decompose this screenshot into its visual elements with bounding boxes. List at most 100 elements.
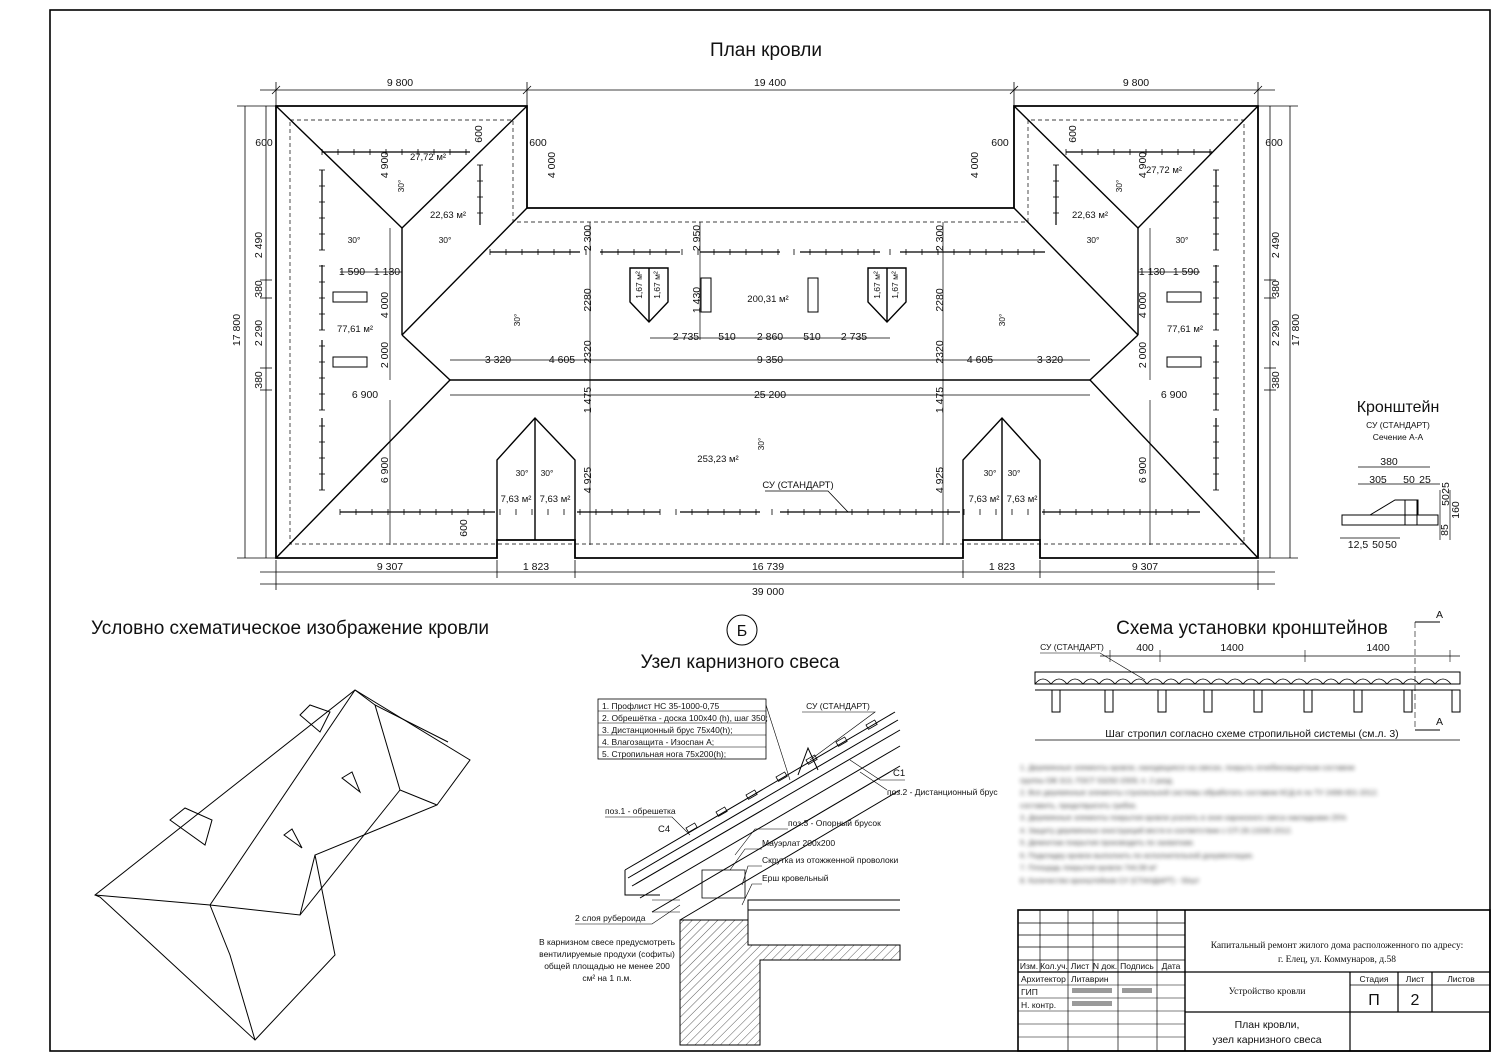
layer-2: 2. Обрешётка - доска 100х40 (h), шаг 350… bbox=[602, 713, 768, 723]
dim-510-right: 510 bbox=[803, 331, 821, 343]
dim-2320-left: 2320 bbox=[582, 340, 594, 364]
node-marker-circle bbox=[726, 614, 758, 646]
vent-note-2: вентилируемые продухи (софиты) bbox=[539, 949, 675, 959]
dim-bottom-5: 9 307 bbox=[1132, 561, 1158, 573]
sheet-frame bbox=[49, 9, 1491, 1052]
node-marker: Б bbox=[737, 623, 748, 640]
dim-left-3: 2 290 bbox=[253, 320, 265, 346]
area-top-left: 27,72 м² bbox=[410, 152, 446, 163]
signature-gip-name bbox=[1072, 988, 1112, 993]
scheme-dim-1400b: 1400 bbox=[1366, 642, 1390, 654]
overhang-left-inner: 600 bbox=[529, 137, 547, 149]
note-line: группы ОВ 313, ГОСТ 53292-2009, п. 2 раз… bbox=[1020, 775, 1174, 785]
bracket-section: Кронштейн СУ (СТАНДАРТ) Сечение А-А 380 … bbox=[1340, 399, 1462, 551]
slope-9: 30° bbox=[756, 438, 766, 451]
stamp-h-kol: Кол.уч. bbox=[1040, 961, 1068, 971]
eave-ruberoid: 2 слоя рубероида bbox=[575, 913, 646, 923]
dim-4925-left: 4 925 bbox=[582, 467, 594, 493]
bracket-scheme-title: Схема установки кронштейнов bbox=[1116, 618, 1388, 639]
side-dimension-chains bbox=[237, 105, 1298, 559]
dim-510-left: 510 bbox=[718, 331, 736, 343]
eave-pos3: поз.3 - Опорный брусок bbox=[788, 818, 881, 828]
area-top-center: 200,31 м² bbox=[747, 294, 788, 305]
top-dimension-chain bbox=[260, 82, 1275, 106]
vent-note-1: В карнизном свесе предусмотреть bbox=[539, 937, 676, 947]
dim-3320-right: 3 320 bbox=[1037, 354, 1063, 366]
vent-note-4: см² на 1 п.м. bbox=[582, 973, 631, 983]
layer-1: 1. Профлист НС 35-1000-0,75 bbox=[602, 701, 720, 711]
overhang-left-top: 600 bbox=[473, 125, 485, 143]
dim-9350: 9 350 bbox=[757, 354, 783, 366]
br-dim-25b: 25 bbox=[1440, 482, 1452, 494]
slope-3: 30° bbox=[1087, 235, 1100, 245]
schematic-title: Условно схематическое изображение кровли bbox=[91, 618, 489, 639]
bracket-label: СУ (СТАНДАРТ) bbox=[762, 480, 833, 491]
bottom-dimension-chain bbox=[260, 560, 1275, 590]
dim-1475-right: 1 475 bbox=[934, 387, 946, 413]
dim-4000-l2: 4 000 bbox=[379, 292, 391, 318]
br-dim-25a: 25 bbox=[1419, 474, 1431, 486]
stamp-title-1: План кровли, bbox=[1235, 1019, 1300, 1031]
note-line: 7. Площадь покрытия кровли 744,58 м² bbox=[1020, 863, 1157, 872]
scheme-dim-1400a: 1400 bbox=[1220, 642, 1244, 654]
slope-10: 30° bbox=[516, 468, 529, 478]
slope-7: 30° bbox=[512, 314, 522, 327]
area-bottom-center: 253,23 м² bbox=[697, 454, 738, 465]
dim-6900-rv: 6 900 bbox=[1137, 457, 1149, 483]
title-block: Капитальный ремонт жилого дома расположе… bbox=[1017, 909, 1491, 1052]
dim-4900-left: 4 900 bbox=[379, 152, 391, 178]
dim-bottom-total: 39 000 bbox=[752, 586, 784, 598]
dim-2300-left: 2 300 bbox=[582, 225, 594, 251]
dim-1130-left: 1 130 bbox=[374, 266, 400, 278]
stamp-project-2: г. Елец, ул. Коммунаров, д.58 bbox=[1278, 955, 1396, 965]
scheme-dim-400: 400 bbox=[1136, 642, 1154, 654]
dim-left-2: 380 bbox=[253, 280, 265, 298]
stamp-h-sign: Подпись bbox=[1120, 961, 1154, 971]
dim-1130-right: 1 130 bbox=[1139, 266, 1165, 278]
overhang-left: 600 bbox=[255, 137, 273, 149]
br-dim-50c: 50 bbox=[1372, 539, 1384, 551]
area-side-left: 77,61 м² bbox=[337, 324, 373, 335]
br-dim-50b: 50 bbox=[1440, 494, 1452, 506]
bracket-scheme: Схема установки кронштейнов СУ (СТАНДАРТ… bbox=[1034, 609, 1461, 741]
note-line: 1. Деревянные элементы кровли, находящие… bbox=[1020, 763, 1355, 772]
dim-6900-lv: 6 900 bbox=[379, 457, 391, 483]
dim-right-4: 380 bbox=[1270, 371, 1282, 389]
dim-2280-right: 2280 bbox=[934, 288, 946, 312]
stamp-h-izm: Изм. bbox=[1020, 961, 1038, 971]
dim-2000-left: 2 000 bbox=[379, 342, 391, 368]
bracket-title: Кронштейн bbox=[1357, 399, 1440, 416]
eave-pos1: поз.1 - обрешетка bbox=[605, 806, 676, 816]
note-line: 8. Количество кронштейнов СУ (СТАНДАРТ) … bbox=[1020, 875, 1200, 885]
stamp-role-nkontr: Н. контр. bbox=[1021, 1000, 1056, 1010]
dim-1475-left: 1 475 bbox=[582, 387, 594, 413]
bracket-ticks bbox=[319, 149, 1219, 515]
area-dormer-3: 7,63 м² bbox=[969, 494, 1000, 505]
note-line: составить, предотвратить грибок. bbox=[1020, 800, 1138, 810]
signature-nkontr-name bbox=[1072, 1001, 1112, 1006]
eave-title: Узел карнизного свеса bbox=[641, 652, 840, 673]
dim-2320-right: 2320 bbox=[934, 340, 946, 364]
area-side-right: 77,61 м² bbox=[1167, 324, 1203, 335]
dim-1590-right: 1 590 bbox=[1173, 266, 1199, 278]
dim-right-1: 2 490 bbox=[1270, 232, 1282, 258]
area-top-right: 27,72 м² bbox=[1146, 165, 1182, 176]
note-line: 4. Защиту деревянных конструкций вести в… bbox=[1020, 825, 1293, 835]
bracket-leader bbox=[765, 490, 849, 513]
area-small-4: 1,67 м² bbox=[890, 271, 900, 299]
section-mark-bottom: А bbox=[1436, 716, 1443, 728]
note-line: 6. Подкладку кровли выполнить по исполни… bbox=[1020, 850, 1254, 860]
dim-height-right: 17 800 bbox=[1290, 314, 1302, 346]
dim-4605-left: 4 605 bbox=[549, 354, 575, 366]
stamp-h-date: Дата bbox=[1162, 961, 1181, 971]
slope-5: 30° bbox=[396, 180, 406, 193]
section-mark-top: А bbox=[1436, 609, 1443, 621]
dim-2280-left: 2280 bbox=[582, 288, 594, 312]
eave-su-label: СУ (СТАНДАРТ) bbox=[806, 701, 870, 711]
stamp-title-2: узел карнизного свеса bbox=[1212, 1034, 1321, 1046]
stamp-h-ndoc: N док. bbox=[1093, 961, 1117, 971]
stamp-section: Устройство кровли bbox=[1229, 986, 1306, 997]
general-notes: 1. Деревянные элементы кровли, находящие… bbox=[1020, 762, 1470, 892]
dim-right-2: 380 bbox=[1270, 280, 1282, 298]
